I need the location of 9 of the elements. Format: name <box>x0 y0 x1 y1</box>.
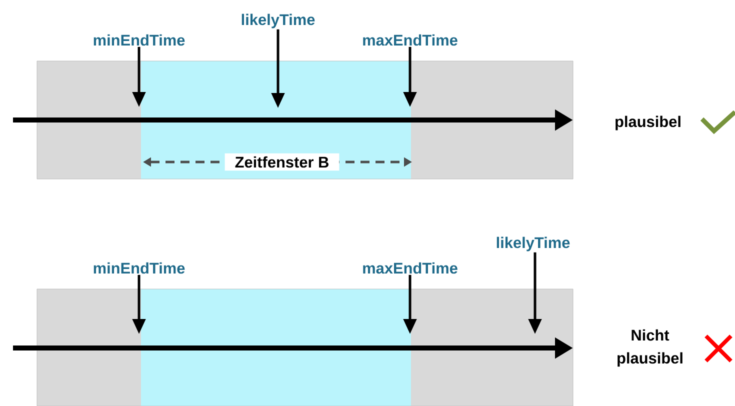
time-label: likelyTime <box>242 14 315 28</box>
time-label: minEndTime <box>94 262 185 274</box>
time-label: minEndTime <box>94 34 185 46</box>
time-label: likelyTime <box>496 236 570 252</box>
verdict-label: Nicht plausibel <box>618 329 682 367</box>
window-label: Zeitfenster B <box>224 153 340 171</box>
time-label: maxEndTime <box>363 262 458 274</box>
time-label: maxEndTime <box>363 34 458 46</box>
verdict-label: plausibel <box>616 116 680 130</box>
